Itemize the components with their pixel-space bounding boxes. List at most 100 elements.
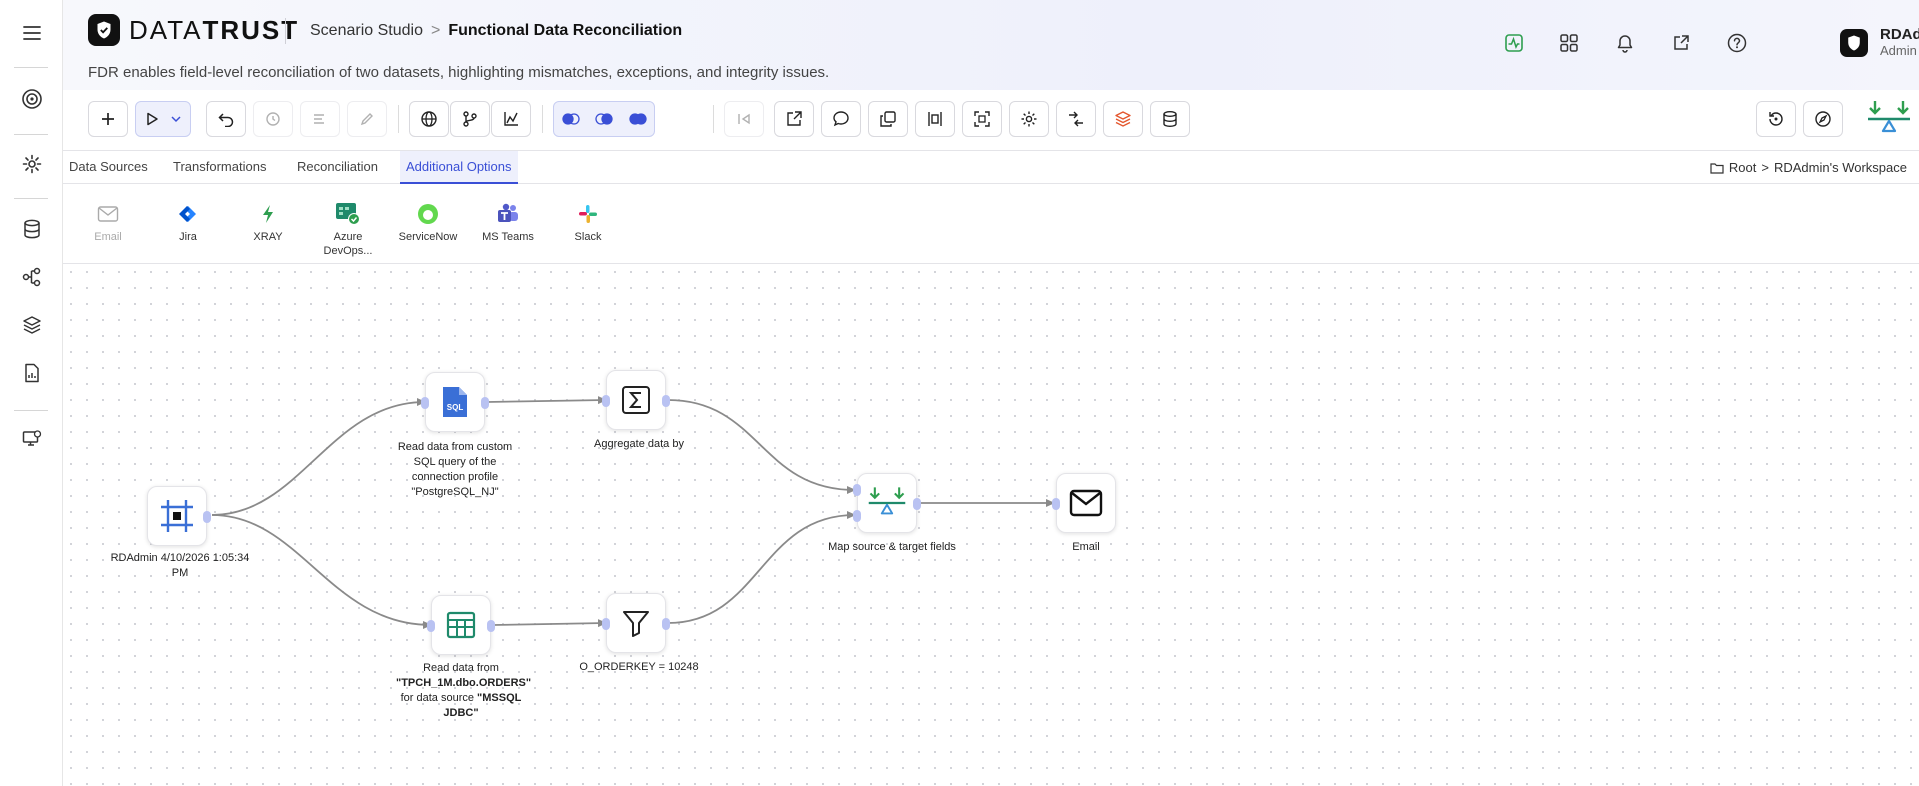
reconcile-balance-icon[interactable] bbox=[1865, 96, 1913, 142]
tab-data-sources[interactable]: Data Sources bbox=[69, 159, 148, 174]
history-button[interactable] bbox=[253, 101, 293, 137]
output-port[interactable] bbox=[662, 618, 670, 630]
join-left-icon[interactable] bbox=[561, 112, 580, 126]
workflow-icon[interactable] bbox=[17, 262, 47, 292]
ribbon-ms-teams[interactable]: MS Teams bbox=[473, 202, 543, 244]
input-port[interactable] bbox=[421, 397, 429, 409]
user-profile[interactable]: RDAdmin Admin bbox=[1840, 27, 1919, 59]
gear-icon bbox=[1021, 111, 1037, 127]
chart-button[interactable] bbox=[491, 101, 531, 137]
email-icon bbox=[97, 206, 119, 222]
collapse-button[interactable] bbox=[724, 101, 764, 137]
node-table-label: Read data from "TPCH_1M.dbo.ORDERS" for … bbox=[396, 661, 531, 721]
transform-button[interactable] bbox=[1056, 101, 1096, 137]
ms-teams-icon bbox=[498, 203, 518, 222]
tab-transformations[interactable]: Transformations bbox=[173, 159, 267, 174]
external-link-icon[interactable] bbox=[1667, 29, 1695, 57]
ribbon-email[interactable]: Email bbox=[73, 202, 143, 244]
node-filter[interactable] bbox=[602, 593, 670, 653]
compass-button[interactable] bbox=[1803, 101, 1843, 137]
node-table-source[interactable] bbox=[427, 595, 495, 655]
input-port[interactable] bbox=[602, 395, 610, 407]
workspace-breadcrumb[interactable]: Root > RDAdmin's Workspace bbox=[1710, 160, 1907, 175]
properties-button[interactable] bbox=[300, 101, 340, 137]
gear-icon[interactable] bbox=[17, 149, 47, 179]
svg-text:SQL: SQL bbox=[447, 403, 464, 412]
node-map-fields[interactable] bbox=[853, 473, 921, 533]
table-label-source: "MSSQL JDBC" bbox=[443, 692, 522, 719]
output-port[interactable] bbox=[487, 620, 495, 632]
apps-grid-icon[interactable] bbox=[1555, 29, 1583, 57]
node-aggregate-label: Aggregate data by bbox=[594, 438, 684, 450]
ribbon-jira[interactable]: Jira bbox=[153, 202, 223, 244]
copy-button[interactable] bbox=[868, 101, 908, 137]
tab-additional-options[interactable]: Additional Options bbox=[400, 151, 518, 184]
settings-button[interactable] bbox=[1009, 101, 1049, 137]
slack-icon bbox=[579, 205, 597, 223]
comment-button[interactable] bbox=[821, 101, 861, 137]
node-aggregate[interactable] bbox=[602, 370, 670, 430]
brand-light: DATA bbox=[129, 14, 203, 45]
fit-view-icon bbox=[974, 111, 990, 127]
node-trigger[interactable] bbox=[147, 486, 211, 546]
branch-button[interactable] bbox=[450, 101, 490, 137]
table-grid-icon bbox=[446, 611, 476, 639]
table-label-mid: for data source bbox=[400, 692, 474, 704]
breadcrumb-parent[interactable]: Scenario Studio bbox=[310, 22, 423, 39]
left-sidebar bbox=[0, 0, 63, 786]
fit-view-button[interactable] bbox=[962, 101, 1002, 137]
bell-icon[interactable] bbox=[1611, 29, 1639, 57]
output-port[interactable] bbox=[913, 498, 921, 510]
layers-icon[interactable] bbox=[17, 310, 47, 340]
stack-button[interactable] bbox=[1103, 101, 1143, 137]
restore-button[interactable] bbox=[1756, 101, 1796, 137]
node-sql-source[interactable]: SQL bbox=[421, 372, 489, 432]
brand-logo[interactable]: DATATRUST bbox=[88, 14, 299, 46]
menu-icon[interactable] bbox=[17, 18, 47, 48]
chevron-down-icon[interactable] bbox=[170, 113, 182, 125]
align-icon bbox=[928, 112, 942, 126]
ribbon-slack[interactable]: Slack bbox=[553, 202, 623, 244]
tab-bar: Data Sources Transformations Reconciliat… bbox=[63, 150, 1919, 184]
edit-button[interactable] bbox=[347, 101, 387, 137]
toolbar-separator bbox=[398, 105, 399, 133]
database-button[interactable] bbox=[1150, 101, 1190, 137]
help-icon[interactable] bbox=[1723, 29, 1751, 57]
report-icon[interactable] bbox=[17, 358, 47, 388]
activity-icon[interactable] bbox=[1500, 29, 1528, 57]
ribbon-xray[interactable]: XRAY bbox=[233, 202, 303, 244]
ribbon-servicenow[interactable]: ServiceNow bbox=[393, 202, 463, 244]
output-port[interactable] bbox=[481, 397, 489, 409]
export-button[interactable] bbox=[774, 101, 814, 137]
branch-icon bbox=[463, 111, 477, 127]
undo-icon bbox=[218, 113, 234, 127]
input-port[interactable] bbox=[602, 618, 610, 630]
header-divider bbox=[285, 18, 286, 44]
run-split-button[interactable] bbox=[135, 101, 191, 137]
input-port[interactable] bbox=[1052, 498, 1060, 510]
output-port[interactable] bbox=[662, 395, 670, 407]
join-full-icon[interactable] bbox=[628, 112, 647, 126]
globe-button[interactable] bbox=[409, 101, 449, 137]
target-icon[interactable] bbox=[17, 84, 47, 114]
monitor-settings-icon[interactable] bbox=[17, 424, 47, 454]
align-button[interactable] bbox=[915, 101, 955, 137]
flow-canvas[interactable] bbox=[63, 264, 1919, 786]
undo-button[interactable] bbox=[206, 101, 246, 137]
tab-reconciliation[interactable]: Reconciliation bbox=[297, 159, 378, 174]
join-inner-icon[interactable] bbox=[594, 112, 613, 126]
breadcrumb: Scenario Studio > Functional Data Reconc… bbox=[310, 22, 682, 40]
input-port-source[interactable] bbox=[853, 484, 861, 496]
output-port[interactable] bbox=[203, 511, 211, 523]
input-port-target[interactable] bbox=[853, 510, 861, 522]
compass-icon bbox=[1815, 111, 1831, 127]
node-email[interactable] bbox=[1052, 473, 1116, 533]
add-button[interactable] bbox=[88, 101, 128, 137]
node-map-label: Map source & target fields bbox=[828, 541, 956, 553]
input-port[interactable] bbox=[427, 620, 435, 632]
ribbon-azure-devops[interactable]: Azure DevOps... bbox=[313, 202, 383, 258]
database-icon[interactable] bbox=[17, 214, 47, 244]
toolbar-separator bbox=[713, 105, 714, 133]
ribbon-label: Jira bbox=[179, 231, 197, 243]
ribbon-label: Email bbox=[94, 231, 122, 243]
